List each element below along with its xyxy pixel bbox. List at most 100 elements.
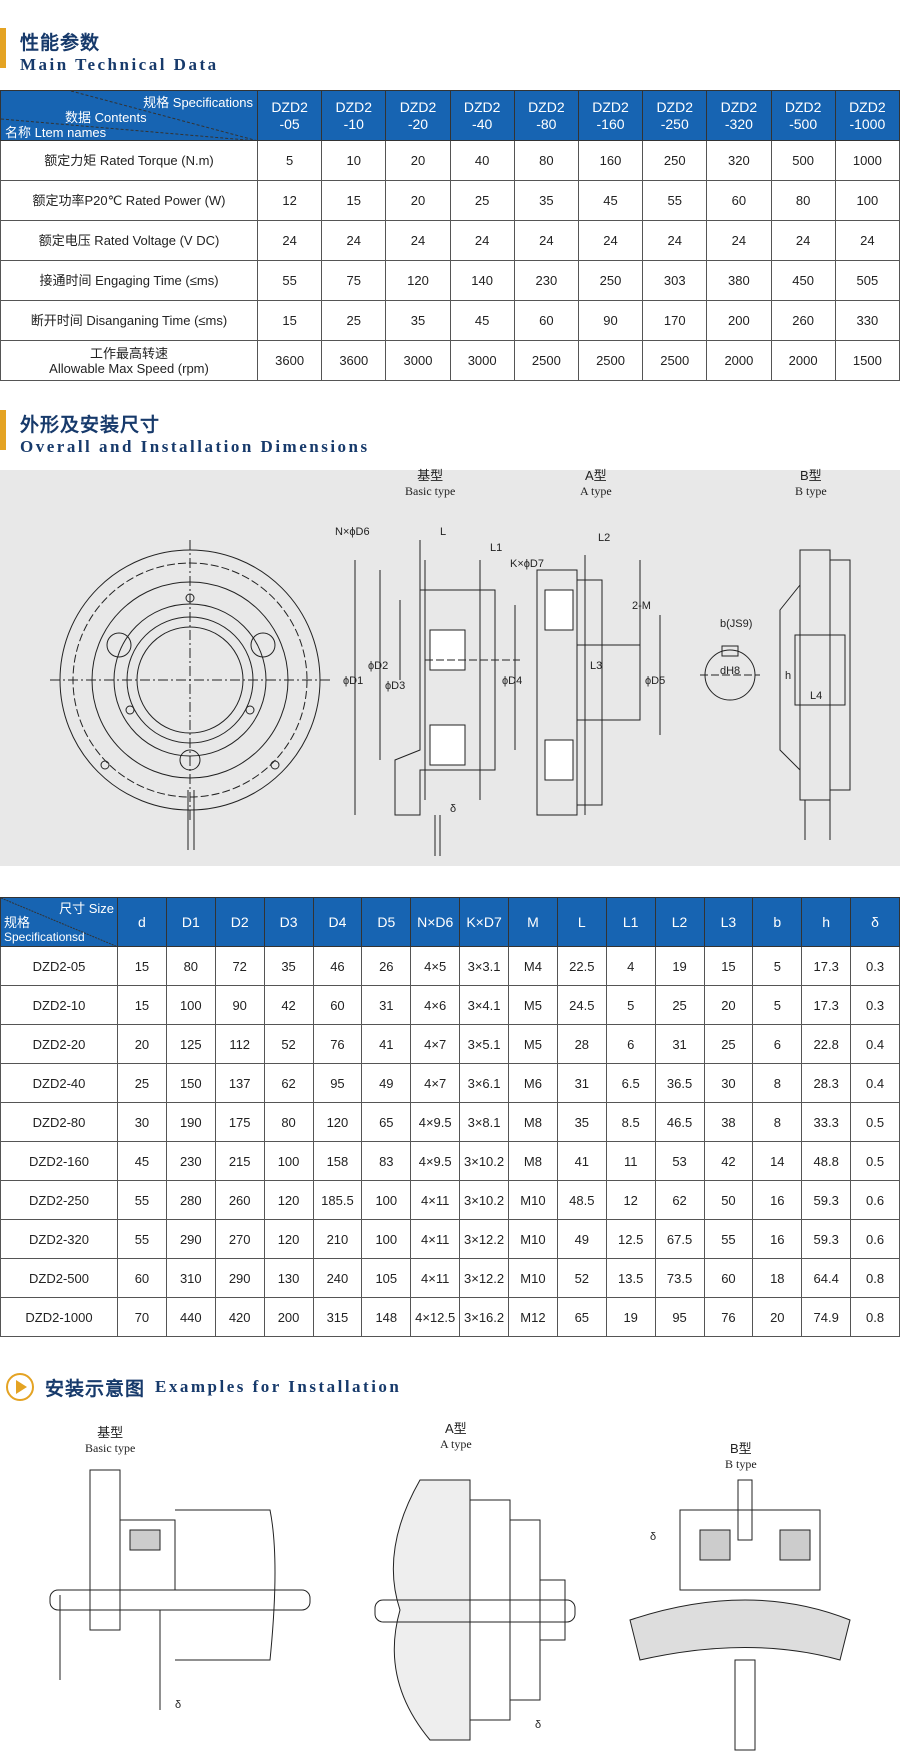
- table-cell: 500: [770, 140, 836, 181]
- dim-label-kd7: K×ϕD7: [510, 558, 544, 570]
- table-cell: 330: [834, 300, 900, 341]
- table-cell: 0.8: [850, 1258, 900, 1298]
- table-cell: 13.5: [605, 1258, 656, 1298]
- table-cell: 6: [752, 1024, 803, 1064]
- model-header: DZD2 -160: [577, 90, 644, 141]
- table-cell: 0.6: [850, 1219, 900, 1259]
- row-label: 额定电压 Rated Voltage (V DC): [0, 220, 258, 261]
- column-header: h: [801, 897, 852, 947]
- table-cell: 45: [577, 180, 644, 221]
- table-cell: 55: [117, 1219, 167, 1259]
- table-cell: 60: [706, 180, 772, 221]
- table-cell: 35: [513, 180, 579, 221]
- table-cell: 3000: [385, 340, 451, 381]
- table-cell: 26: [361, 946, 412, 986]
- row-label: DZD2-10: [0, 985, 118, 1025]
- delta-label: δ: [650, 1531, 656, 1543]
- column-header: L3: [703, 897, 754, 947]
- table-cell: 52: [263, 1024, 314, 1064]
- column-header: N×D6: [410, 897, 461, 947]
- table-cell: M4: [508, 946, 558, 986]
- table-cell: 200: [263, 1297, 314, 1337]
- table-cell: 36.5: [654, 1063, 705, 1103]
- table-cell: 4×7: [410, 1063, 461, 1103]
- table-cell: 95: [654, 1297, 705, 1337]
- table-cell: 80: [770, 180, 836, 221]
- table-cell: 55: [256, 260, 323, 301]
- table-cell: 28.3: [801, 1063, 852, 1103]
- table-cell: 95: [312, 1063, 363, 1103]
- section-title-zh: 安装示意图: [45, 1377, 146, 1400]
- column-header: D3: [263, 897, 314, 947]
- table-cell: 49: [361, 1063, 412, 1103]
- install-b-drawing: δ: [629, 1479, 851, 1751]
- table-cell: 76: [312, 1024, 363, 1064]
- table-cell: 100: [263, 1141, 314, 1181]
- column-header: D5: [361, 897, 412, 947]
- row-label: DZD2-1000: [0, 1297, 118, 1337]
- table-cell: 15: [703, 946, 754, 986]
- delta-label: δ: [535, 1719, 541, 1731]
- table-cell: 280: [165, 1180, 216, 1220]
- table-cell: 0.5: [850, 1102, 900, 1142]
- row-label: DZD2-20: [0, 1024, 118, 1064]
- table-cell: 24: [256, 220, 323, 261]
- table-cell: 5: [256, 140, 323, 181]
- table-cell: 505: [834, 260, 900, 301]
- table-cell: 200: [706, 300, 772, 341]
- section-title-en: Main Technical Data: [20, 55, 219, 74]
- corner-spec-zh: 规格: [4, 915, 31, 930]
- table-cell: 70: [117, 1297, 167, 1337]
- corner-contents: 数据 Contents: [65, 110, 147, 125]
- dim-label-d4: ϕD4: [502, 675, 523, 687]
- table-cell: 0.5: [850, 1141, 900, 1181]
- table-cell: 170: [642, 300, 708, 341]
- table-cell: 3×8.1: [459, 1102, 509, 1142]
- table-cell: 31: [361, 985, 412, 1025]
- dim-label-d1: ϕD1: [343, 675, 364, 687]
- table-cell: 65: [361, 1102, 412, 1142]
- table-cell: 49: [556, 1219, 607, 1259]
- b-type-section: [779, 549, 851, 840]
- table-cell: 3600: [321, 340, 387, 381]
- table-cell: 15: [321, 180, 387, 221]
- table-cell: 137: [214, 1063, 265, 1103]
- table-cell: 64.4: [801, 1258, 852, 1298]
- table-cell: 45: [449, 300, 515, 341]
- table-cell: M12: [508, 1297, 558, 1337]
- table-cell: 125: [165, 1024, 216, 1064]
- table-cell: 4×11: [410, 1258, 461, 1298]
- table-cell: 25: [654, 985, 705, 1025]
- table-cell: 42: [703, 1141, 754, 1181]
- corner-item-names: 名称 Ltem names: [5, 125, 107, 140]
- table-cell: 2000: [770, 340, 836, 381]
- table-cell: 38: [703, 1102, 754, 1142]
- table-cell: 60: [117, 1258, 167, 1298]
- column-header: D1: [165, 897, 216, 947]
- row-label: DZD2-160: [0, 1141, 118, 1181]
- section-title-installation: 安装示意图 Examples for Installation: [5, 1372, 401, 1402]
- table-cell: 4: [605, 946, 656, 986]
- model-header: DZD2 -20: [385, 90, 451, 141]
- dim-label-h: h: [785, 670, 792, 682]
- table-cell: 10: [321, 140, 387, 181]
- table-cell: 30: [703, 1063, 754, 1103]
- table-cell: 15: [256, 300, 323, 341]
- table-cell: 4×5: [410, 946, 461, 986]
- table-cell: 320: [706, 140, 772, 181]
- dim-label-delta: δ: [450, 803, 457, 815]
- table-cell: 46.5: [654, 1102, 705, 1142]
- table-cell: 50: [703, 1180, 754, 1220]
- table-cell: 112: [214, 1024, 265, 1064]
- section-title-dimensions: 外形及安装尺寸 Overall and Installation Dimensi…: [0, 410, 370, 457]
- table-cell: 215: [214, 1141, 265, 1181]
- table-cell: 19: [654, 946, 705, 986]
- row-label: DZD2-80: [0, 1102, 118, 1142]
- dim-label-l2: L2: [598, 532, 611, 544]
